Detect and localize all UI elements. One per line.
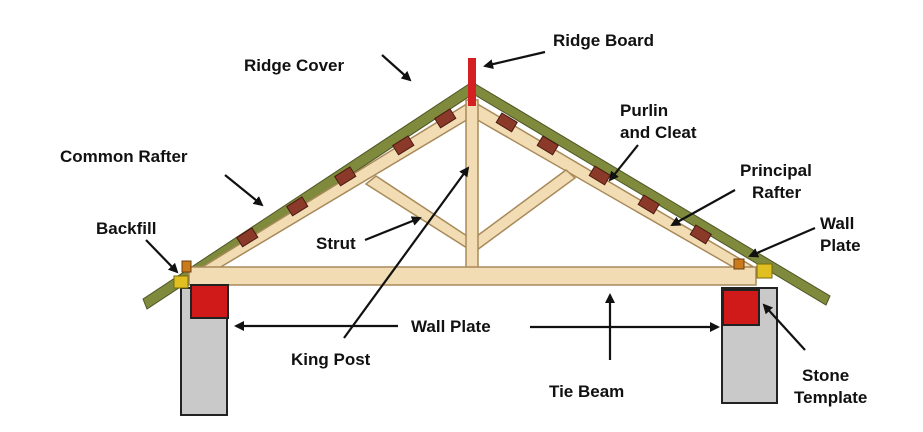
label-ridge-cover: Ridge Cover xyxy=(244,56,345,75)
ridge-board xyxy=(468,58,476,106)
arrow-wall-plate-right xyxy=(748,226,816,258)
wall-plate-block-right xyxy=(733,258,745,270)
arrow-common-rafter xyxy=(224,174,264,207)
label-wall-plate-right: Wall Plate xyxy=(820,213,861,257)
backfill-right xyxy=(756,263,773,279)
backfill-left xyxy=(173,275,189,289)
label-wall-plate: Wall Plate xyxy=(411,317,491,336)
arrow-ridge-board xyxy=(483,50,546,70)
wall-plate-block-left xyxy=(181,260,192,273)
label-principal-line1: Principal xyxy=(740,161,812,180)
label-common-rafter: Common Rafter xyxy=(60,147,188,166)
label-stone-line1: Stone xyxy=(802,366,850,385)
label-purlin-and-cleat: Purlin and Cleat xyxy=(620,100,697,144)
tie-beam xyxy=(188,266,757,286)
label-king-post: King Post xyxy=(291,350,371,369)
label-ridge-board: Ridge Board xyxy=(553,31,655,50)
label-stone-template: Stone Template xyxy=(794,365,867,409)
label-purlin-line2: and Cleat xyxy=(620,123,697,142)
label-strut: Strut xyxy=(316,234,356,253)
principal-rafter-right xyxy=(473,100,754,272)
label-tie-beam: Tie Beam xyxy=(549,382,625,401)
arrow-stone-template xyxy=(762,303,806,351)
arrow-king-post xyxy=(343,166,470,339)
label-wall-plate-right-line2: Plate xyxy=(820,236,861,255)
king-post xyxy=(465,99,479,271)
arrow-backfill xyxy=(145,239,179,274)
label-principal-line2: Rafter xyxy=(752,183,802,202)
label-purlin-line1: Purlin xyxy=(620,101,669,120)
label-principal-rafter: Principal Rafter xyxy=(740,160,812,204)
purlins-right xyxy=(495,112,712,245)
arrow-purlin xyxy=(608,144,639,182)
label-stone-line2: Template xyxy=(794,388,868,407)
label-backfill: Backfill xyxy=(96,219,157,238)
strut-right xyxy=(476,169,577,252)
arrow-principal-rafter xyxy=(670,189,736,226)
stone-template-left xyxy=(190,284,229,319)
stone-template-right xyxy=(722,289,760,326)
label-wall-plate-right-line1: Wall xyxy=(820,214,855,233)
arrow-strut xyxy=(364,216,422,242)
arrow-ridge-cover xyxy=(381,54,412,82)
purlins-left xyxy=(236,108,457,248)
